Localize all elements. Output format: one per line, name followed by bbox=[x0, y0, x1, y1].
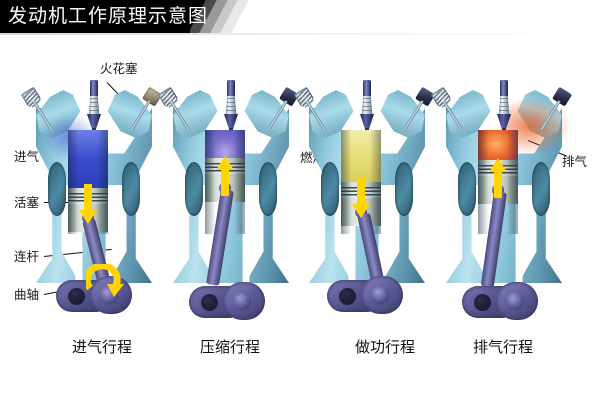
crankshaft bbox=[327, 274, 403, 316]
piston-direction-arrow-down bbox=[352, 178, 370, 218]
cylinder-exhaust-stroke bbox=[430, 78, 573, 320]
cylinder-compression-stroke bbox=[157, 78, 300, 320]
arrow-head bbox=[352, 204, 370, 218]
callout-connecting-rod: 连杆 bbox=[14, 249, 40, 264]
spark-plug-terminal bbox=[363, 80, 371, 100]
intake-port bbox=[321, 162, 339, 216]
piston-direction-arrow-up bbox=[489, 158, 507, 198]
crank-rotation-arrow bbox=[83, 262, 126, 298]
crank-pin bbox=[371, 286, 389, 304]
charge-fuel-air-mixture bbox=[68, 130, 108, 192]
stroke-label-compression: 压缩行程 bbox=[200, 338, 261, 356]
spark-plug-ribs bbox=[225, 98, 237, 116]
piston-direction-arrow-down bbox=[79, 184, 97, 224]
spark-plug-ribs bbox=[498, 98, 510, 116]
callout-crankshaft: 曲轴 bbox=[14, 287, 40, 302]
spark-plug-icon bbox=[360, 80, 374, 136]
title-banner: 发动机工作原理示意图 bbox=[0, 0, 600, 33]
spark-plug-icon bbox=[497, 80, 511, 136]
callout-piston: 活塞 bbox=[14, 195, 40, 210]
spark-plug-icon bbox=[87, 80, 101, 136]
crankshaft bbox=[462, 280, 538, 322]
cylinder-intake-stroke bbox=[20, 78, 163, 318]
crank-main-journal bbox=[474, 294, 491, 311]
stroke-label-exhaust: 排气行程 bbox=[473, 338, 534, 356]
exhaust-port bbox=[532, 162, 550, 216]
arrow-shaft bbox=[357, 178, 365, 206]
banner-background bbox=[0, 0, 208, 33]
callout-spark-plug: 火花塞 bbox=[100, 61, 138, 76]
crank-main-journal bbox=[339, 288, 356, 305]
stroke-label-intake: 进气行程 bbox=[72, 338, 133, 356]
crank-main-journal bbox=[68, 288, 85, 305]
crankshaft bbox=[56, 274, 132, 316]
spark-plug-ribs bbox=[361, 98, 373, 116]
spark-plug-icon bbox=[224, 80, 238, 136]
arrow-shaft bbox=[221, 168, 229, 196]
page-title: 发动机工作原理示意图 bbox=[8, 5, 209, 27]
banner-underline bbox=[0, 33, 600, 35]
crank-pin bbox=[506, 292, 524, 310]
crankshaft bbox=[189, 280, 265, 322]
stroke-label-power: 做功行程 bbox=[355, 338, 416, 356]
spark-plug-ribs bbox=[88, 98, 100, 116]
piston-direction-arrow-up bbox=[216, 156, 234, 196]
cylinder-power-stroke bbox=[293, 78, 436, 318]
arrow-shaft bbox=[494, 170, 502, 198]
crank-pin bbox=[233, 292, 251, 310]
spark-plug-terminal bbox=[90, 80, 98, 100]
crank-main-journal bbox=[201, 294, 218, 311]
spark-plug-terminal bbox=[500, 80, 508, 100]
charge-combustion-chamber bbox=[341, 130, 381, 186]
exhaust-port bbox=[395, 162, 413, 216]
callout-exhaust: 排气 bbox=[562, 154, 588, 169]
callout-intake: 进气 bbox=[14, 149, 40, 164]
arrow-head bbox=[79, 210, 97, 224]
exhaust-port bbox=[259, 162, 277, 216]
exhaust-port bbox=[122, 162, 140, 216]
arrow-shaft bbox=[84, 184, 92, 212]
spark-plug-terminal bbox=[227, 80, 235, 100]
intake-port bbox=[458, 162, 476, 216]
intake-port bbox=[48, 162, 66, 216]
intake-port bbox=[185, 162, 203, 216]
